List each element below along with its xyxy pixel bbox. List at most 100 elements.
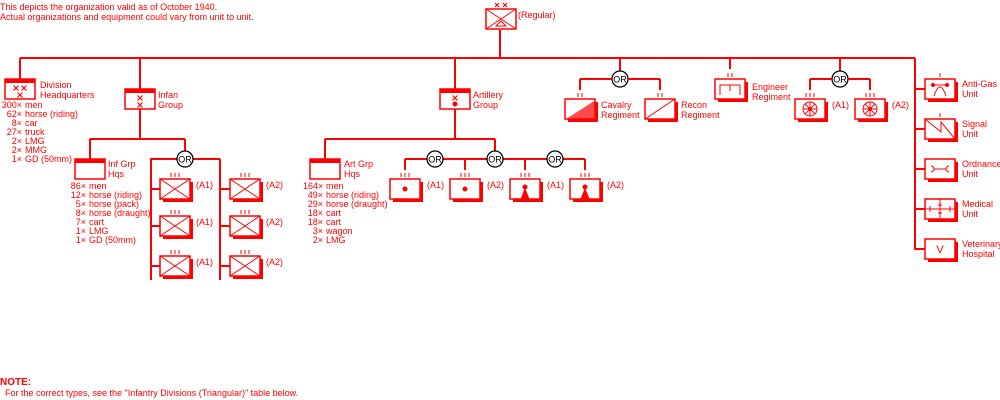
division-unit[interactable]: [485, 2, 517, 30]
infantry-regiment-a2[interactable]: [229, 210, 263, 239]
note-text: For the correct types, see the "Infantry…: [5, 388, 299, 398]
infantry-regiment-a1[interactable]: [159, 210, 193, 239]
division-hq-stat-row: 62×horse (riding): [0, 110, 78, 119]
recon-regiment-unit[interactable]: [644, 93, 678, 122]
infantry-regiment-a2[interactable]: [229, 250, 263, 279]
engineer-icon: [719, 84, 741, 95]
ordnance-label-1: Ordnance: [962, 159, 1000, 169]
stat-item: LMG: [326, 235, 346, 245]
stat-item: wagon: [326, 226, 353, 236]
ordnance-label-2: Unit: [962, 169, 979, 179]
signal-unit[interactable]: [924, 113, 958, 142]
stat-item: horse (draught): [326, 199, 388, 209]
stat-item: truck: [25, 127, 45, 137]
or-label: OR: [178, 154, 192, 164]
unit-frame: [924, 78, 956, 100]
variant-a1-label: (A1): [427, 180, 445, 190]
infantry-regiment-a2[interactable]: [229, 173, 263, 202]
infantry-hq-label-1: Inf Grp: [108, 159, 136, 169]
veterinary-label-1: Veterinary: [962, 239, 1000, 249]
artillery-hq-stat-row: 3×wagon: [303, 227, 353, 236]
ordnance-unit[interactable]: [924, 158, 958, 182]
aa-unit-a1[interactable]: [794, 93, 828, 122]
echelon-x-icon: [137, 95, 143, 101]
infantry-hq-stat-row: 7×cart: [70, 218, 104, 227]
antigas-label-1: Anti-Gas: [962, 79, 998, 89]
division-hq-stat-row: 27×truck: [0, 128, 45, 137]
stat-count: 5×: [75, 199, 86, 209]
artillery-hq-label-2: Hqs: [344, 169, 361, 179]
infantry-hq-stat-row: 1×GD (50mm): [70, 236, 136, 245]
variant-a1-label: (A1): [196, 180, 214, 190]
infantry-regiment-a1[interactable]: [159, 173, 193, 202]
stat-item: cart: [89, 217, 105, 227]
infantry-hq-unit[interactable]: [74, 158, 106, 180]
infantry-hq-stat-row: 12×horse (riding): [70, 191, 142, 200]
stat-count: 49×: [307, 190, 323, 200]
variant-a1-label: (A1): [832, 100, 850, 110]
variant-a2-label: (A2): [266, 257, 284, 267]
infantry-hq-stat-row: 8×horse (draught): [70, 209, 151, 218]
variant-a2-label: (A2): [266, 180, 284, 190]
artillery-hq-stat-row: 18×cart: [303, 209, 341, 218]
group-inf-icon: [137, 95, 143, 108]
engineer-regiment-unit[interactable]: [714, 73, 748, 102]
artillery-hq-unit[interactable]: [309, 158, 341, 180]
unit-frame: [924, 118, 956, 140]
anti-gas-icon: [931, 83, 949, 97]
veterinary-unit[interactable]: V: [924, 238, 958, 262]
veterinary-label-2: Hospital: [962, 249, 995, 259]
stat-item: horse (riding): [89, 190, 143, 200]
header-line-2: Actual organizations and equipment could…: [0, 12, 254, 22]
variant-a1-label: (A1): [547, 180, 565, 190]
echelon-x-icon: [137, 102, 143, 108]
stat-item: cart: [326, 208, 342, 218]
echelon-x-icon: [21, 85, 27, 91]
medical-label-1: Medical: [962, 199, 994, 209]
artillery-regiment-a2[interactable]: [449, 173, 483, 202]
unit-frame: [924, 238, 956, 260]
infantry-icon: [159, 215, 191, 237]
stat-count: 18×: [307, 217, 323, 227]
artillery-hq-label-1: Art Grp: [344, 159, 374, 169]
mtn-artillery-icon: [520, 184, 530, 200]
echelon-x-icon: [17, 92, 23, 98]
engineer-label-2: Regiment: [752, 92, 791, 102]
infantry-group-unit[interactable]: [124, 88, 156, 110]
aa-unit-a2[interactable]: [854, 93, 888, 122]
stat-item: GD (50mm): [89, 235, 136, 245]
mtn-artillery-regiment-a2[interactable]: [569, 173, 603, 202]
stat-count: 27×: [6, 127, 22, 137]
stat-item: men: [89, 181, 107, 191]
stat-item: LMG: [25, 136, 45, 146]
stat-count: 8×: [75, 208, 86, 218]
stat-count: 2×: [11, 136, 22, 146]
medical-unit[interactable]: [924, 198, 958, 222]
or-choice-icon: OR: [546, 150, 564, 168]
infantry-hq-stat-row: 1×LMG: [70, 227, 109, 236]
stat-item: men: [25, 100, 43, 110]
signal-icon: [924, 118, 956, 140]
stat-item: GD (50mm): [25, 154, 72, 164]
mtn-artillery-regiment-a1[interactable]: [509, 173, 543, 202]
echelon-x-icon: [494, 2, 500, 8]
infantry-icon: [159, 255, 191, 277]
stat-count: 12×: [70, 190, 86, 200]
signal-label-2: Unit: [962, 129, 979, 139]
or-choice-icon: OR: [426, 150, 444, 168]
artillery-group-label-2: Group: [473, 100, 499, 110]
stat-item: horse (draught): [89, 208, 151, 218]
header-line-1: This depicts the organization valid as o…: [0, 2, 218, 12]
echelon-x-icon: [502, 2, 508, 8]
cavalry-label-1: Cavalry: [601, 100, 632, 110]
antigas-unit[interactable]: [924, 73, 958, 102]
division-hq-unit[interactable]: [4, 78, 36, 100]
artillery-regiment-a1[interactable]: [389, 173, 423, 202]
infantry-icon: [229, 215, 261, 237]
division-hq-label-1: Division: [40, 80, 72, 90]
infantry-regiment-a1[interactable]: [159, 250, 193, 279]
stat-count: 62×: [6, 109, 22, 119]
cavalry-regiment-unit[interactable]: [564, 93, 598, 122]
artillery-group-unit[interactable]: [439, 88, 471, 110]
